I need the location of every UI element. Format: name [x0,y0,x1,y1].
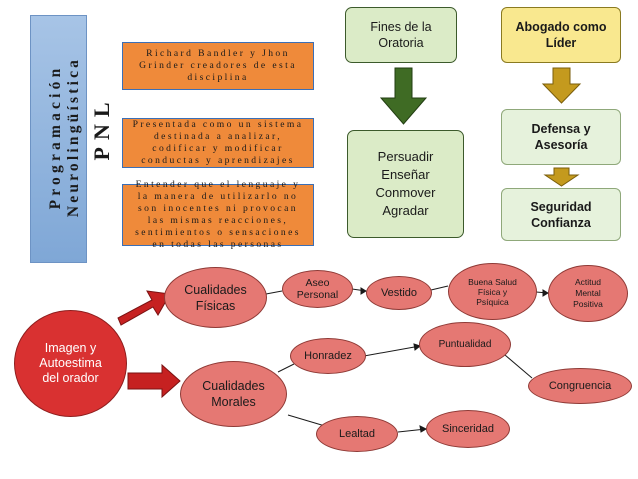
pnl-language-box: Entender que el lenguaje y la manera de … [122,179,314,250]
line-lealtad-sinceridad [397,428,427,433]
goal-ensenar: Enseñar [381,167,430,182]
line-morales-honradez [277,363,295,373]
line-puntualidad-congruencia [504,354,533,379]
oratoria-goals-box: Persuadir Enseñar Conmover Agradar [347,130,464,238]
vestido-node: Vestido [366,276,432,310]
abogado-title: Abogado como Líder [515,20,607,50]
sinceridad-label: Sinceridad [442,423,494,435]
seguridad-box: Seguridad Confianza [501,188,621,241]
cualidades-morales-label: Cualidades Morales [202,379,265,409]
seguridad-label: Seguridad Confianza [530,199,592,230]
puntualidad-label: Puntualidad [438,338,492,350]
honradez-label: Honradez [304,350,352,362]
aseo-personal-node: Aseo Personal [282,270,353,308]
line-vestido-salud [430,285,449,291]
abogado-title-box: Abogado como Líder [501,7,621,63]
lealtad-node: Lealtad [316,416,398,452]
aseo-personal-label: Aseo Personal [296,277,339,301]
buena-salud-label: Buena Salud Física y Psíquica [468,276,517,307]
goal-persuadir: Persuadir [377,149,434,164]
line-morales-lealtad [287,414,326,427]
pnl-system-box: Presentada como un sistema destinada a a… [122,118,314,168]
vestido-label: Vestido [380,287,418,299]
imagen-autoestima-label: Imagen y Autoestima del orador [39,341,102,385]
line-aseo-vestido [351,288,367,292]
line-salud-actitud [535,291,549,294]
defensa-label: Defensa y Asesoría [531,122,591,152]
imagen-autoestima-node: Imagen y Autoestima del orador [14,310,127,417]
defensa-box: Defensa y Asesoría [501,109,621,165]
gold-down-arrow-2 [543,167,580,187]
actitud-mental-node: Actitud Mental Positiva [548,265,628,322]
line-honradez-puntualidad [363,345,421,357]
oratoria-title-box: Fines de la Oratoria [345,7,457,63]
sinceridad-node: Sinceridad [426,410,510,448]
pnl-title-line1: Programación [47,64,64,210]
goal-agradar: Agradar [382,203,429,218]
actitud-mental-label: Actitud Mental Positiva [573,277,603,309]
green-down-arrow [379,67,428,125]
congruencia-node: Congruencia [528,368,632,404]
lealtad-label: Lealtad [338,428,376,440]
cualidades-fisicas-node: Cualidades Físicas [164,267,267,328]
congruencia-label: Congruencia [548,380,612,392]
buena-salud-node: Buena Salud Física y Psíquica [448,263,537,320]
honradez-node: Honradez [290,338,366,374]
gold-down-arrow-1 [541,67,582,104]
pnl-title-line2: Neurolingüística [65,56,82,218]
pnl-banner: Programación Neurolingüística [30,15,87,263]
oratoria-title: Fines de la Oratoria [370,20,432,50]
goal-conmover: Conmover [375,185,436,200]
cualidades-morales-node: Cualidades Morales [180,361,287,427]
line-fisicas-aseo [265,290,283,295]
pnl-creators-box: Richard Bandler y Jhon Grinder creadores… [122,42,314,90]
red-arrow-morales [127,363,181,399]
pnl-acronym-area: PNL [87,15,117,263]
puntualidad-node: Puntualidad [419,322,511,367]
cualidades-fisicas-label: Cualidades Físicas [184,282,247,313]
pnl-acronym: PNL [89,95,114,161]
red-arrow-fisicas [117,290,171,326]
